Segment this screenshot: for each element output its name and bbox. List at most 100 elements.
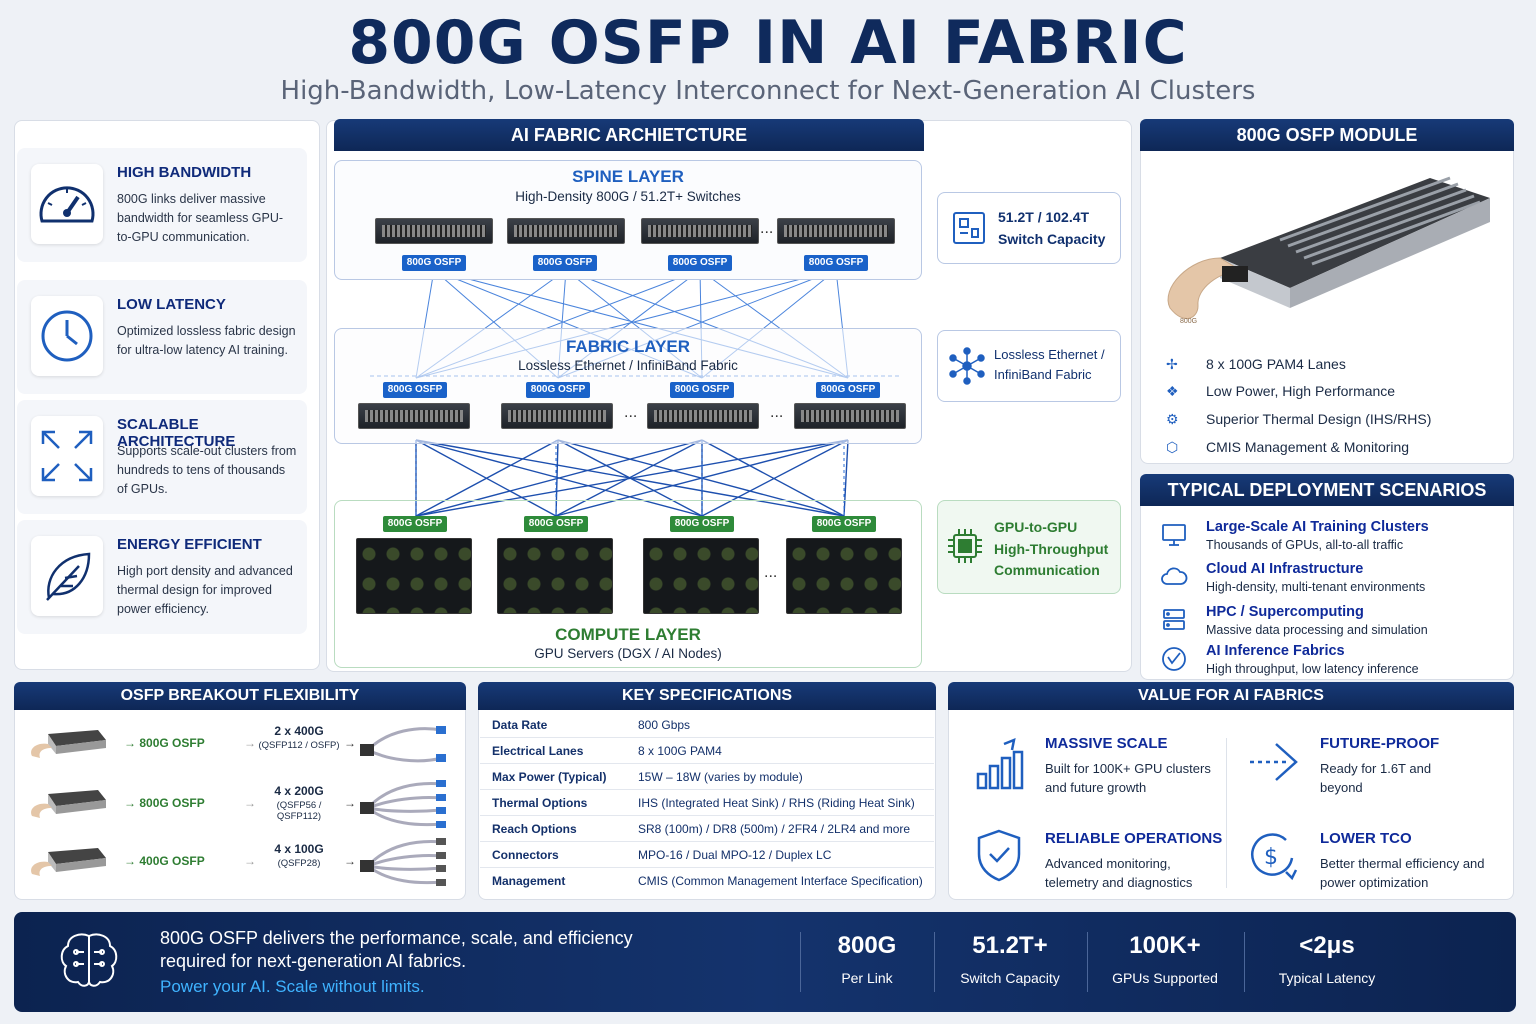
fabric-title: FABRIC LAYER bbox=[565, 337, 691, 356]
breakout-note: (QSFP112 / OSFP) bbox=[258, 740, 340, 751]
ellipsis: ... bbox=[764, 564, 778, 581]
osfp-badge: 800G OSFP bbox=[533, 255, 597, 271]
feature-title: LOW LATENCY bbox=[117, 296, 226, 313]
gpu-throughput-box: GPU-to-GPU High-Throughput Communication bbox=[937, 500, 1121, 594]
ellipsis: ... bbox=[760, 220, 774, 237]
leaf-icon bbox=[31, 536, 103, 616]
breakout-note: (QSFP56 / QSFP112) bbox=[276, 800, 322, 822]
stat-value: 51.2T+ bbox=[972, 932, 1048, 959]
deployment-title: AI Inference Fabrics bbox=[1206, 643, 1345, 659]
deployment-desc: High throughput, low latency inference bbox=[1206, 662, 1419, 676]
feature-desc: Optimized lossless fabric design for ult… bbox=[117, 324, 296, 357]
breakout-cable-icon bbox=[360, 838, 446, 886]
value-title: RELIABLE OPERATIONS bbox=[1045, 830, 1223, 847]
architecture-header: AI FABRIC ARCHIETCTURE bbox=[334, 119, 924, 151]
module-item-label: Low Power, High Performance bbox=[1206, 383, 1396, 399]
module-header: 800G OSFP MODULE bbox=[1140, 119, 1514, 151]
stat-label: Switch Capacity bbox=[960, 970, 1060, 986]
divider bbox=[800, 932, 801, 992]
breakout-header: OSFP BREAKOUT FLEXIBILITY bbox=[14, 682, 466, 710]
arrow-icon: → bbox=[344, 736, 356, 750]
cloud-icon bbox=[1161, 567, 1188, 585]
breakout-target: 4 x 200G bbox=[274, 784, 324, 798]
switch-capacity-line2: Switch Capacity bbox=[998, 231, 1106, 247]
module-item-label: CMIS Management & Monitoring bbox=[1206, 439, 1410, 455]
feature-desc: High port density and advanced thermal d… bbox=[117, 564, 293, 616]
divider bbox=[1087, 932, 1088, 992]
feature-title: ENERGY EFFICIENT bbox=[117, 536, 262, 553]
lossless-box: Lossless Ethernet / InfiniBand Fabric bbox=[937, 330, 1121, 402]
breakout-row: → 800G OSFP → 4 x 200G (QSFP56 / QSFP112… bbox=[28, 780, 448, 830]
spec-value: IHS (Integrated Heat Sink) / RHS (Riding… bbox=[638, 796, 915, 810]
shield-icon bbox=[977, 829, 1021, 882]
spec-value: 15W – 18W (varies by module) bbox=[638, 770, 803, 784]
deployment-desc: Massive data processing and simulation bbox=[1206, 623, 1428, 637]
module-item[interactable]: ✢8 x 100G PAM4 Lanes bbox=[1166, 356, 1346, 373]
breakout-note: (QSFP28) bbox=[277, 858, 321, 869]
value-divider bbox=[1226, 738, 1227, 888]
compute-subtitle: GPU Servers (DGX / AI Nodes) bbox=[534, 646, 722, 661]
value-desc: Ready for 1.6T and beyond bbox=[1320, 761, 1432, 795]
osfp-badge: 800G OSFP bbox=[524, 516, 588, 532]
osfp-badge: 800G OSFP bbox=[670, 382, 734, 398]
arrow-icon: → bbox=[344, 854, 356, 868]
compute-layer: COMPUTE LAYER GPU Servers (DGX / AI Node… bbox=[334, 500, 922, 668]
module-item[interactable]: ⚙Superior Thermal Design (IHS/RHS) bbox=[1166, 411, 1431, 428]
breakout-source-label: 400G OSFP bbox=[139, 854, 205, 868]
osfp-badge: 800G OSFP bbox=[812, 516, 876, 532]
chip-icon bbox=[953, 212, 985, 244]
feature-scalable: SCALABLE ARCHITECTURE Supports scale-out… bbox=[17, 400, 307, 514]
specs-panel bbox=[478, 682, 936, 900]
arrow-icon: → bbox=[244, 854, 256, 868]
dollar-icon: $ bbox=[1251, 833, 1298, 881]
breakout-cable-icon bbox=[360, 726, 446, 763]
osfp-badge: 800G OSFP bbox=[804, 255, 868, 271]
module-item[interactable]: ⬡ CMIS Management & Monitoring bbox=[1166, 439, 1409, 456]
stat-label: GPUs Supported bbox=[1112, 970, 1218, 986]
deployment-desc: High-density, multi-tenant environments bbox=[1206, 580, 1426, 594]
osfp-badge: 800G OSFP bbox=[526, 382, 590, 398]
osfp-module-illustration bbox=[1167, 176, 1490, 319]
deployment-desc: Thousands of GPUs, all-to-all traffic bbox=[1206, 538, 1404, 552]
monitor-icon bbox=[1162, 524, 1186, 546]
footer-tagline: Power your AI. Scale without limits. bbox=[160, 977, 425, 996]
server-icon bbox=[1163, 609, 1185, 630]
module-item-label: 8 x 100G PAM4 Lanes bbox=[1206, 356, 1346, 372]
stat-value: 100K+ bbox=[1129, 932, 1201, 959]
spine-switch bbox=[777, 218, 895, 244]
management-icon: ⬡ bbox=[1166, 439, 1179, 455]
module-tag: 800G bbox=[1180, 318, 1198, 325]
spec-key: Reach Options bbox=[492, 822, 577, 836]
value-title: FUTURE-PROOF bbox=[1320, 735, 1440, 752]
osfp-badge: 800G OSFP bbox=[383, 382, 447, 398]
spec-key: Thermal Options bbox=[492, 796, 588, 810]
brain-icon bbox=[60, 933, 118, 987]
stat-label: Typical Latency bbox=[1278, 970, 1376, 986]
network-icon bbox=[949, 347, 985, 385]
spec-key: Electrical Lanes bbox=[492, 744, 584, 758]
spine-subtitle: High-Density 800G / 51.2T+ Switches bbox=[515, 189, 741, 204]
stat-label: Per Link bbox=[841, 970, 893, 986]
footer-line2: required for next-generation AI fabrics. bbox=[160, 951, 467, 971]
spec-value: MPO-16 / Dual MPO-12 / Duplex LC bbox=[638, 848, 832, 862]
breakout-row: → 800G OSFP → 2 x 400G (QSFP112 / OSFP) … bbox=[28, 720, 448, 770]
breakout-source-label: 800G OSFP bbox=[139, 796, 205, 810]
spec-value: SR8 (100m) / DR8 (500m) / 2FR4 / 2LR4 an… bbox=[638, 822, 911, 836]
value-header: VALUE FOR AI FABRICS bbox=[948, 682, 1514, 710]
spec-key: Data Rate bbox=[492, 718, 548, 732]
osfp-badge: 800G OSFP bbox=[816, 382, 880, 398]
speedometer-icon bbox=[31, 164, 103, 244]
module-item[interactable]: ❖Low Power, High Performance bbox=[1166, 383, 1395, 400]
divider bbox=[1244, 932, 1245, 992]
breakout-row: → 400G OSFP → 4 x 100G (QSFP28) → bbox=[28, 838, 448, 888]
lossless-line2: InfiniBand Fabric bbox=[994, 367, 1092, 382]
module-item-label: Superior Thermal Design (IHS/RHS) bbox=[1206, 411, 1432, 427]
switch-capacity-box: 51.2T / 102.4T Switch Capacity bbox=[937, 192, 1121, 264]
breakout-source: → 400G OSFP bbox=[124, 854, 205, 868]
fabric-switch bbox=[794, 403, 906, 429]
gpu-line1: GPU-to-GPU bbox=[994, 519, 1078, 535]
